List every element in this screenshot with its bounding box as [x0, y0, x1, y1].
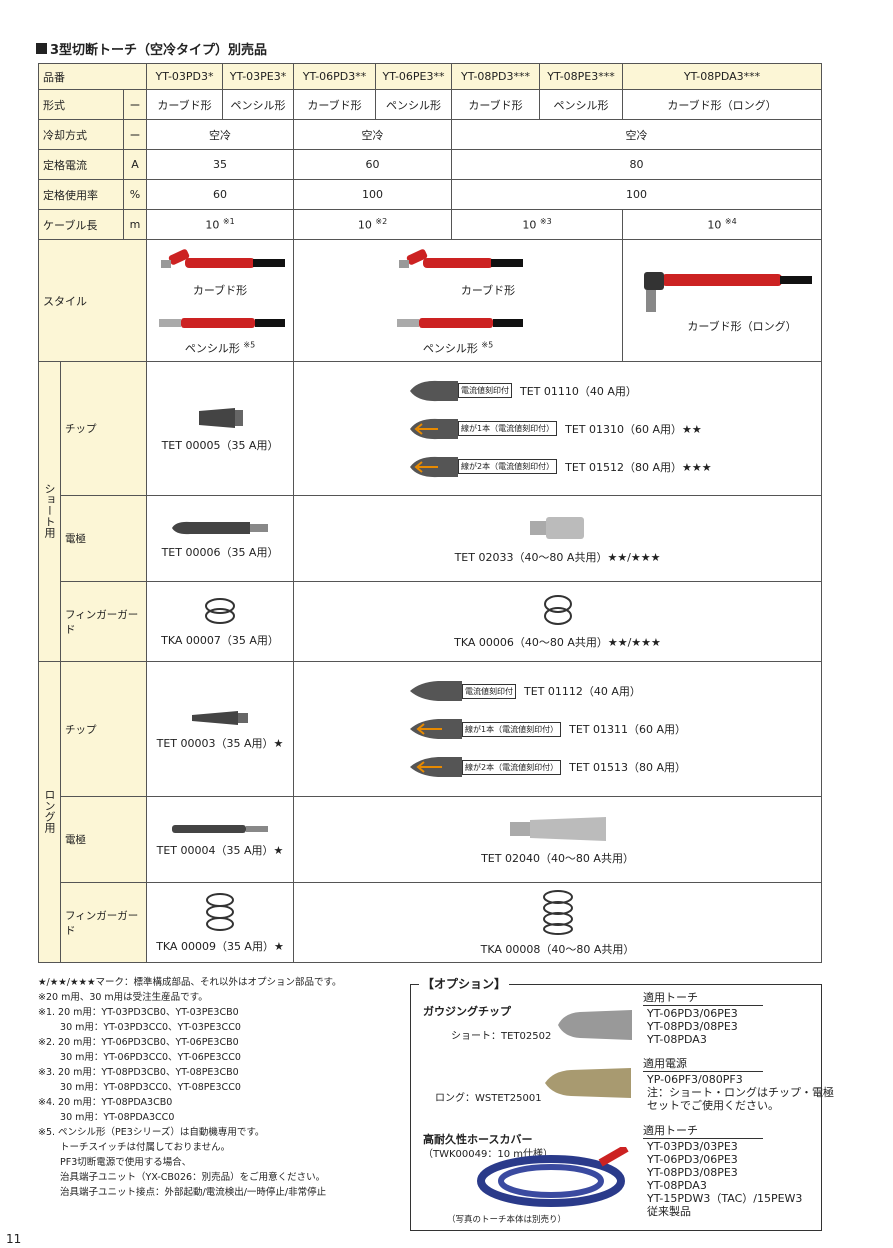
note-line: 30 m用：YT-08PDA3CC0	[38, 1112, 175, 1123]
long-electrode-row: 電極 TET 00004（35 A用）★ TET 02040（40～80 A共用…	[39, 796, 823, 883]
note-line: ※4. 20 m用：YT-08PDA3CB0	[38, 1097, 173, 1108]
applicable-torch-list: YT-03PD3/03PE3 YT-06PD3/06PE3 YT-08PD3/0…	[647, 1140, 803, 1218]
short-electrode-row: 電極 TET 00006（35 A用） TET 02033（40～80 A共用）…	[39, 495, 823, 582]
tip-image	[199, 407, 244, 428]
applicable-power-list: YP-06PF3/080PF3 注：ショート・ロングはチップ・電極 セットでご使…	[647, 1073, 834, 1112]
tip-image	[192, 711, 249, 725]
model-cell: YT-08PD3***	[451, 63, 541, 90]
long-use-label: ロング用	[38, 661, 61, 963]
note-line: ※1. 20 m用：YT-03PD3CB0、YT-03PE3CB0	[38, 1007, 239, 1018]
short-use-label: ショート用	[38, 361, 61, 662]
model-cell: YT-03PD3*	[146, 63, 224, 90]
tip-item: 線が1本（電流値刻印付） TET 01310（60 A用）★★	[408, 416, 702, 442]
spec-table: 品番 YT-03PD3* YT-03PE3* YT-06PD3** YT-06P…	[37, 63, 823, 963]
tip-image	[410, 719, 463, 739]
gouging-long-image	[545, 1068, 631, 1098]
tip-item: 電流値刻印付 TET 01110（40 A用）	[408, 378, 637, 404]
tip-item: 線が2本（電流値刻印付） TET 01513（80 A用）	[408, 754, 686, 780]
electrode-image	[529, 516, 584, 539]
hose-cover-spec: （TWK00049：10 m仕様）	[423, 1149, 554, 1160]
tip-image	[410, 456, 459, 477]
model-cell: YT-06PD3**	[293, 63, 377, 90]
pencil-torch-image	[397, 317, 524, 328]
gouging-long-label: ロング：WSTET25001	[435, 1093, 542, 1104]
curved-torch-image	[399, 248, 524, 268]
model-cell: YT-08PE3***	[539, 63, 624, 90]
model-label: 品番	[37, 63, 148, 90]
cable-row: ケーブル長 m 10 ※1 10 ※2 10 ※3 10 ※4	[38, 209, 823, 240]
style-03: カーブド形 ペンシル形 ※5	[151, 246, 289, 356]
note-line: ※20 m用、30 m用は受注生産品です。	[38, 992, 208, 1003]
style-06-08: カーブド形 ペンシル形 ※5	[298, 246, 618, 356]
note-line: 30 m用：YT-08PD3CC0、YT-08PE3CC0	[38, 1082, 241, 1093]
page-number: 11	[6, 1232, 22, 1246]
tip-image	[410, 681, 463, 701]
hose-cover-image	[477, 1147, 629, 1207]
note-line: トーチスイッチは付属しておりません。	[38, 1142, 231, 1153]
applicable-torch-heading: 適用トーチ	[643, 989, 763, 1006]
finger-guard-image	[206, 892, 235, 931]
finger-guard-image	[542, 889, 573, 935]
gouging-short-label: ショート：TET02502	[451, 1031, 552, 1042]
note-line: ※5. ペンシル形（PE3シリーズ）は自動機専用です。	[38, 1127, 265, 1138]
footnotes: ★/★★/★★★マーク：標準構成部品、それ以外はオプション部品です。 ※20 m…	[38, 975, 408, 1200]
type-row: 形式 ー カーブド形 ペンシル形 カーブド形 ペンシル形 カーブド形 ペンシル形…	[38, 89, 823, 120]
note-line: 30 m用：YT-03PD3CC0、YT-03PE3CC0	[38, 1022, 241, 1033]
electrode-image	[172, 521, 269, 534]
note-line: 治具端子ユニット（YX-CB026：別売品）をご用意ください。	[38, 1172, 326, 1183]
short-guard-row: フィンガーガード TKA 00007（35 A用） TKA 00006（40～8…	[39, 581, 823, 662]
long-guard-row: フィンガーガード TKA 00009（35 A用）★ TKA 00008（40～…	[39, 882, 823, 963]
hose-cover-label: 高耐久性ホースカバー	[423, 1133, 533, 1146]
note-line: PF3切断電源で使用する場合、	[38, 1157, 192, 1168]
electrode-image	[509, 816, 606, 841]
current-row: 定格電流 A 35 60 80	[38, 149, 823, 180]
applicable-torch-heading: 適用トーチ	[643, 1122, 763, 1139]
section-title: 3型切断トーチ（空冷タイプ）別売品	[36, 39, 267, 58]
note-line: ※2. 20 m用：YT-06PD3CB0、YT-06PE3CB0	[38, 1037, 239, 1048]
style-long: カーブド形（ロング）	[627, 268, 817, 334]
pencil-torch-image	[159, 317, 286, 328]
gouging-tip-label: ガウジングチップ	[423, 1005, 511, 1018]
duty-row: 定格使用率 % 60 100 100	[38, 179, 823, 210]
note-line: 治具端子ユニット接点：外部起動/電流検出/一時停止/非常停止	[38, 1187, 327, 1198]
tip-image	[410, 757, 463, 777]
long-tip-row: ロング用 チップ TET 00003（35 A用）★ 電流値刻印付 TET 01…	[38, 661, 823, 963]
note-line: ※3. 20 m用：YT-08PD3CB0、YT-08PE3CB0	[38, 1067, 239, 1078]
model-cell: YT-08PDA3***	[622, 63, 823, 90]
applicable-torch-list: YT-06PD3/06PE3 YT-08PD3/08PE3 YT-08PDA3	[647, 1007, 738, 1046]
tip-image	[410, 418, 459, 439]
photo-note: （写真のトーチ本体は別売り）	[447, 1215, 567, 1225]
applicable-power-heading: 適用電源	[643, 1055, 763, 1072]
note-line: ★/★★/★★★マーク：標準構成部品、それ以外はオプション部品です。	[38, 977, 342, 988]
tip-item: 線が1本（電流値刻印付） TET 01311（60 A用）	[408, 716, 686, 742]
gouging-short-image	[558, 1010, 632, 1040]
finger-guard-image	[205, 597, 236, 624]
finger-guard-image	[543, 594, 572, 625]
curved-torch-image	[161, 248, 286, 268]
note-line: 30 m用：YT-06PD3CC0、YT-06PE3CC0	[38, 1052, 241, 1063]
model-cell: YT-03PE3*	[222, 63, 295, 90]
model-cell: YT-06PE3**	[375, 63, 453, 90]
model-row: 品番 YT-03PD3* YT-03PE3* YT-06PD3** YT-06P…	[37, 63, 823, 90]
option-box: 【オプション】 ガウジングチップ ショート：TET02502 ロング：WSTET…	[410, 975, 834, 1231]
tip-item: 線が2本（電流値刻印付） TET 01512（80 A用）★★★	[408, 454, 712, 480]
electrode-image	[172, 824, 269, 833]
short-tip-row: ショート用 チップ TET 00005（35 A用） 電流値刻印付 TET 01…	[38, 361, 823, 662]
option-title: 【オプション】	[419, 975, 510, 992]
tip-image	[410, 380, 459, 401]
tip-item: 電流値刻印付 TET 01112（40 A用）	[408, 678, 641, 704]
cooling-row: 冷却方式 ー 空冷 空冷 空冷	[38, 119, 823, 150]
curved-long-torch-image	[644, 271, 813, 312]
style-row: スタイル カーブド形 ペンシル形 ※5	[37, 239, 823, 362]
